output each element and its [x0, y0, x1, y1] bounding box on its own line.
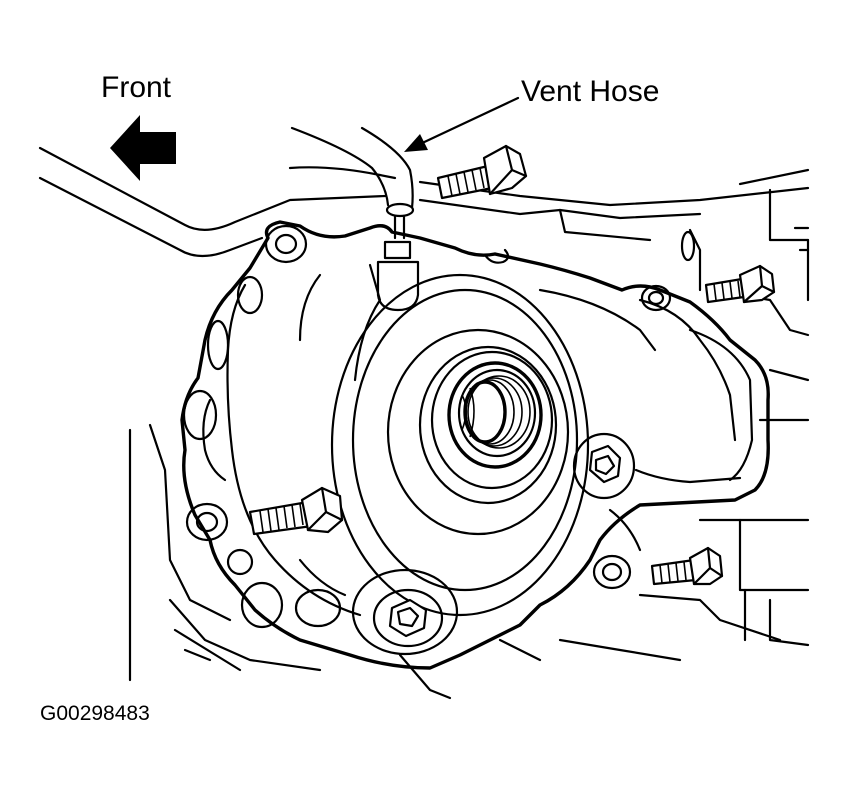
front-label: Front [101, 71, 172, 104]
output-flange [330, 273, 590, 617]
mounting-bosses [182, 224, 696, 629]
bolt-right-upper [704, 264, 776, 304]
figure-code: G00298483 [40, 702, 150, 725]
bolt-top [436, 144, 528, 200]
bolt-left-lower [248, 486, 344, 536]
transfer-case-housing [180, 220, 770, 670]
vent-hose-label: Vent Hose [521, 75, 660, 108]
housing-bolt-right [572, 432, 636, 500]
bolt-right-lower [650, 546, 724, 586]
vent-hose [290, 126, 420, 312]
arrow-left-icon [110, 115, 176, 181]
drain-plug [351, 568, 459, 656]
vent-hose-leader [404, 96, 520, 152]
